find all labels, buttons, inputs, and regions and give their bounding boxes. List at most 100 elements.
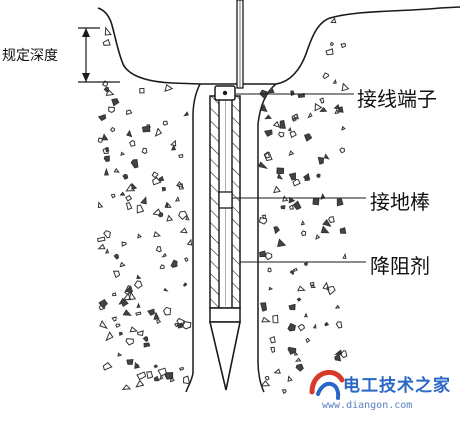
soil-particle [333, 104, 341, 110]
soil-particle [322, 219, 332, 228]
soil-particle [126, 129, 133, 138]
soil-particle [266, 86, 275, 94]
soil-particle [111, 316, 117, 322]
soil-particle [183, 111, 189, 117]
soil-particle [130, 159, 139, 169]
soil-particle [156, 319, 162, 325]
soil-particle [101, 133, 109, 141]
soil-particle [122, 173, 129, 180]
soil-particle [125, 201, 133, 211]
soil-particle [296, 297, 302, 302]
soil-particle [303, 133, 313, 142]
soil-particle [140, 196, 147, 205]
soil-particle [177, 182, 184, 190]
soil-particle [113, 167, 120, 173]
soil-particle [101, 80, 109, 87]
soil-particle [131, 182, 138, 190]
soil-particle [323, 153, 330, 160]
soil-particle [137, 233, 143, 239]
watermark-logo [309, 369, 345, 400]
soil-particle [272, 314, 279, 324]
soil-particle [141, 125, 151, 133]
soil-particle [104, 146, 110, 153]
soil-particle [104, 26, 112, 36]
soil-particle [163, 287, 169, 292]
soil-particle [166, 214, 174, 222]
soil-particle [332, 78, 337, 84]
ground-surface-line [97, 6, 461, 85]
soil-particle [108, 106, 115, 113]
soil-particle [334, 304, 341, 309]
soil-particle [297, 285, 306, 292]
soil-particle [136, 302, 141, 309]
soil-particle [289, 130, 297, 139]
soil-particle [121, 384, 132, 390]
soil-particle [171, 144, 177, 151]
soil-particle [136, 274, 142, 280]
soil-particle [142, 336, 149, 343]
watermark-text: 电工技术之家 [343, 376, 451, 396]
soil-particle [342, 252, 347, 259]
soil-particle [304, 262, 308, 266]
soil-particle [292, 200, 302, 211]
soil-particle [277, 238, 287, 248]
soil-particle [334, 353, 342, 362]
soil-particle [136, 371, 147, 381]
soil-particle [260, 302, 268, 312]
soil-particle [162, 306, 172, 316]
soil-particle [317, 156, 325, 165]
soil-particle [153, 375, 160, 382]
soil-particle [119, 261, 126, 268]
soil-particle [152, 176, 162, 186]
soil-particle [280, 205, 286, 210]
soil-particle [153, 231, 162, 238]
soil-particle [312, 323, 317, 329]
soil-particle [257, 161, 269, 169]
soil-particle [126, 359, 134, 365]
rod-tip-collar [209, 307, 241, 323]
soil-particle [139, 87, 145, 94]
soil-particle [315, 234, 321, 240]
soil-particle [102, 362, 113, 371]
soil-particle [153, 364, 159, 369]
terminal-label: 接线端子 [357, 87, 437, 111]
soil-particle [272, 185, 281, 194]
soil-particle [319, 107, 328, 112]
soil-particle [185, 214, 190, 221]
soil-particle [154, 127, 163, 137]
backfill-column-right [257, 83, 277, 393]
soil-particle [113, 253, 120, 260]
soil-particle [159, 374, 164, 381]
soil-particle [182, 282, 188, 287]
soil-particle [270, 346, 276, 353]
soil-particle [97, 201, 104, 209]
soil-particle [103, 230, 111, 239]
soil-particle [300, 230, 307, 236]
soil-particle [330, 17, 337, 24]
soil-particle [322, 72, 330, 80]
soil-particle [97, 236, 106, 243]
soil-particle [260, 103, 268, 113]
soil-particle [294, 351, 299, 356]
rod-coupling [218, 191, 233, 209]
soil-particle [134, 363, 140, 369]
soil-particle [128, 291, 137, 301]
soil-particle [157, 367, 167, 377]
soil-particle [326, 285, 336, 296]
soil-particle [98, 299, 108, 309]
soil-particle [260, 380, 271, 387]
soil-particle [273, 226, 280, 235]
soil-particle [268, 286, 274, 291]
soil-particle [303, 312, 308, 318]
soil-particle [125, 338, 134, 346]
soil-particle [97, 137, 104, 143]
soil-particle [121, 241, 127, 247]
soil-particle [179, 366, 185, 371]
soil-particle [288, 150, 295, 157]
soil-particle [153, 311, 160, 320]
soil-particle [304, 176, 310, 181]
soil-particle [287, 346, 297, 355]
soil-particle [170, 139, 177, 147]
soil-particle [288, 303, 296, 311]
backfill-column-left [185, 83, 201, 393]
